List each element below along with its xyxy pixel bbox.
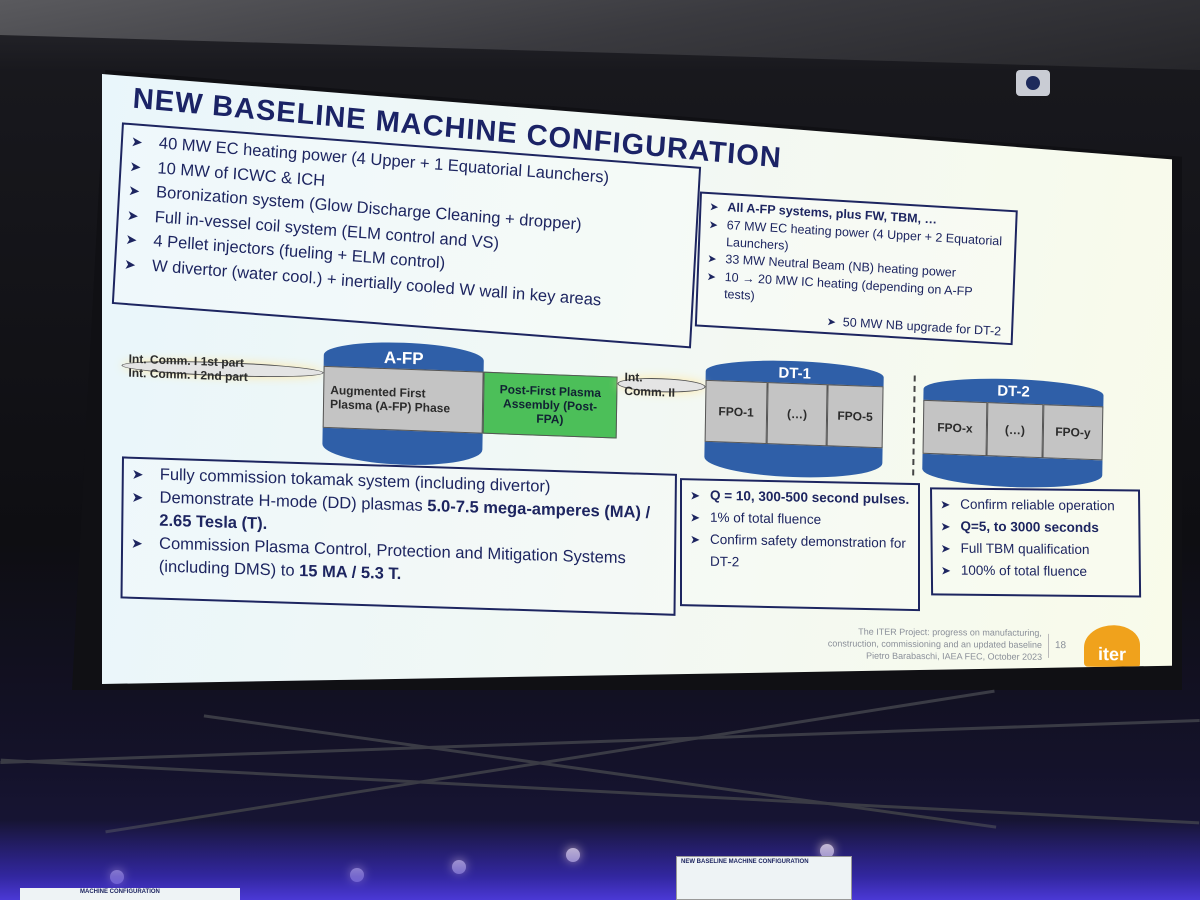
arrow-icon: ➤: [706, 270, 717, 284]
segment-fpo-x: FPO-x: [922, 399, 988, 457]
dt2-goals-box: ➤Confirm reliable operation➤Q=5, to 3000…: [930, 487, 1142, 598]
iter-logo: iter: [1084, 624, 1140, 668]
segment-fpo-y: FPO-y: [1042, 404, 1104, 461]
arrow-icon: ➤: [707, 253, 717, 266]
arrow-icon: ➤: [940, 563, 952, 578]
segment-fpo-5: FPO-5: [826, 384, 884, 449]
segment-ellipsis-2: (…): [986, 402, 1044, 459]
segment-int-comm-1: Int. Comm. I 1st part Int. Comm. I 2nd p…: [121, 352, 324, 384]
arrow-icon: ➤: [126, 206, 140, 224]
arrow-icon: ➤: [826, 316, 837, 329]
arrow-icon: ➤: [123, 255, 137, 273]
arrow-icon: ➤: [129, 157, 142, 175]
arrow-icon: ➤: [940, 497, 951, 512]
dt-systems-box: ➤ All A-FP systems, plus FW, TBM, … ➤67 …: [694, 191, 1018, 346]
arrow-icon: ➤: [708, 219, 719, 232]
afp-goals-box: ➤Fully commission tokamak system (includ…: [120, 456, 677, 616]
camera-icon: [1016, 70, 1050, 96]
slide-footer: The ITER Project: progress on manufactur…: [827, 626, 1043, 662]
list-item: ➤Confirm safety demonstration for DT-2: [690, 528, 910, 577]
dt1-goals-box: ➤Q = 10, 300-500 second pulses.➤1% of to…: [680, 478, 920, 612]
segment-ellipsis-1: (…): [766, 382, 828, 447]
projected-slide: NEW BASELINE MACHINE CONFIGURATION ➤40 M…: [102, 74, 1172, 684]
list-item: ➤100% of total fluence: [941, 559, 1131, 583]
segment-afp-phase: Augmented First Plasma (A-FP) Phase: [322, 365, 484, 434]
segment-int-comm-2: Int. Comm. II: [617, 370, 706, 400]
arrow-icon: ➤: [131, 465, 144, 483]
arrow-icon: ➤: [690, 510, 701, 525]
arrow-icon: ➤: [127, 182, 141, 199]
page-number: 18: [1048, 633, 1067, 659]
segment-post-fpa: Post-First Plasma Assembly (Post-FPA): [482, 371, 618, 439]
left-monitor: MACHINE CONFIGURATION: [20, 888, 240, 900]
arrow-icon: ➤: [131, 488, 144, 506]
arrow-icon: ➤: [131, 534, 143, 552]
arrow-icon: ➤: [690, 488, 701, 503]
arrow-icon: ➤: [940, 541, 951, 556]
arrow-icon: ➤: [125, 230, 138, 248]
timeline-separator: [912, 375, 916, 476]
list-item: ➤Full TBM qualification: [941, 537, 1131, 561]
list-item: ➤Q=5, to 3000 seconds: [940, 515, 1130, 539]
stage-glow: [0, 820, 1200, 900]
arrow-icon: ➤: [940, 519, 951, 534]
stage-monitor: NEW BASELINE MACHINE CONFIGURATION: [676, 856, 852, 900]
arrow-icon: ➤: [709, 201, 719, 214]
list-item: ➤Confirm reliable operation: [940, 493, 1130, 517]
arrow-icon: ➤: [690, 532, 701, 547]
arrow-icon: ➤: [130, 133, 144, 151]
segment-fpo-1: FPO-1: [704, 379, 768, 445]
